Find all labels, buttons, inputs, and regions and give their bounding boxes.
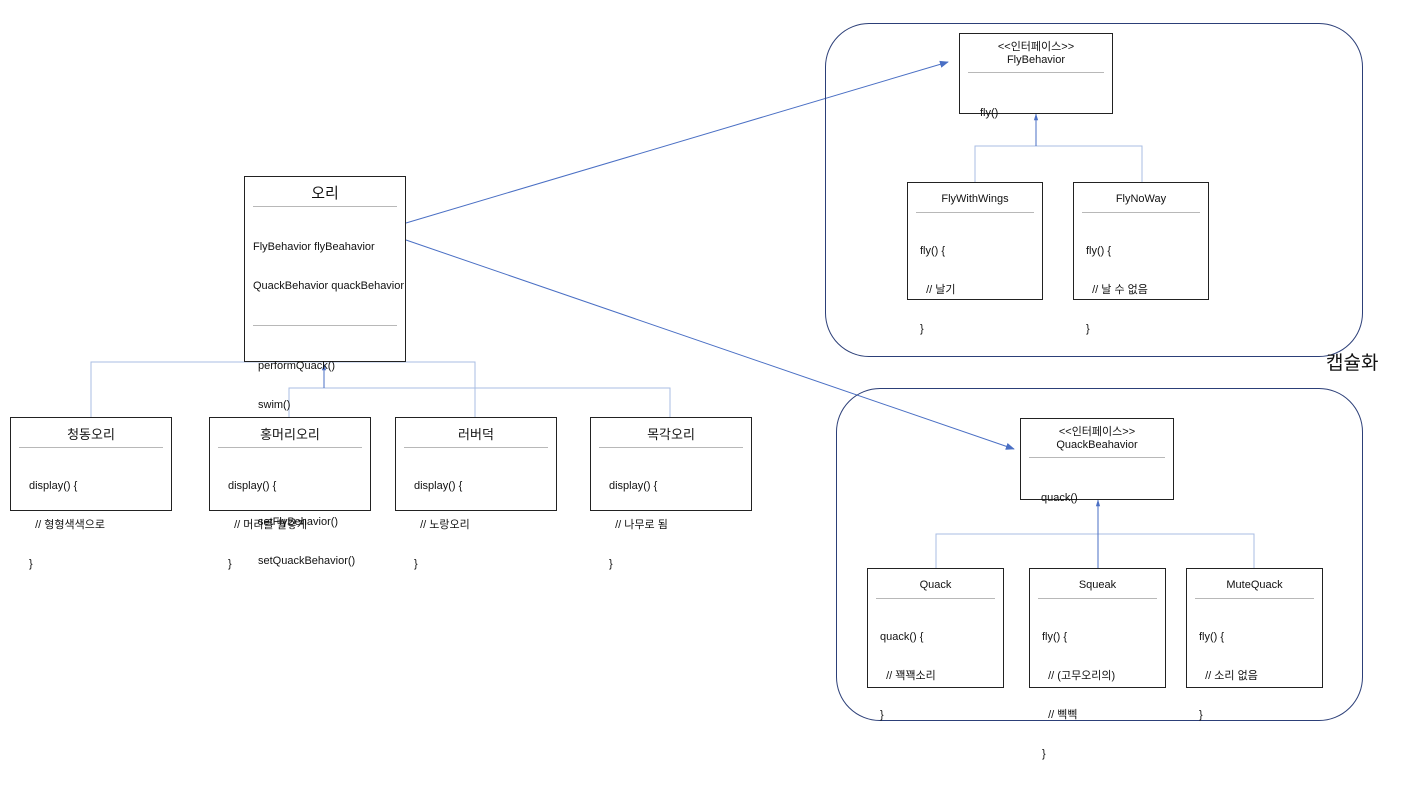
- interface-methods: quack(): [1021, 458, 1173, 531]
- method: setQuackBehavior(): [258, 555, 356, 567]
- class-name: QuackBeahavior: [1056, 439, 1138, 451]
- code-line: // (고무오리의): [1042, 670, 1116, 682]
- code-line: fly() {: [1042, 631, 1068, 643]
- code-line: // 삑삑: [1042, 709, 1078, 721]
- code-line: display() {: [29, 480, 78, 492]
- fly-interface: <<인터페이스>> FlyBehavior fly(): [959, 33, 1113, 119]
- association-quack: [405, 239, 1015, 450]
- code-line: }: [920, 323, 924, 335]
- divider: [968, 72, 1104, 73]
- divider: [1195, 598, 1314, 599]
- divider: [599, 447, 743, 448]
- field: FlyBehavior flyBeahavior: [253, 241, 375, 253]
- code-line: }: [1086, 323, 1090, 335]
- duck-fields: FlyBehavior flyBeahavior QuackBehavior q…: [245, 207, 405, 319]
- inheritance-duck: [90, 361, 671, 417]
- code-line: fly() {: [1199, 631, 1225, 643]
- class-name: 청동오리: [67, 427, 115, 442]
- class-name: FlyNoWay: [1115, 193, 1167, 205]
- code-line: // 형형색색으로: [29, 519, 106, 531]
- method: setFlyBehavior(): [258, 516, 339, 528]
- code-line: }: [1199, 709, 1203, 721]
- class-name: FlyBehavior: [1006, 54, 1066, 66]
- method-body: fly() { // (고무오리의) // 삑삑 }: [1030, 599, 1165, 787]
- quack-impl-box: MuteQuack fly() { // 소리 없음 }: [1186, 568, 1323, 721]
- code-line: // 꽥꽥소리: [880, 670, 936, 682]
- divider: [916, 212, 1034, 213]
- interface-methods: fly(): [960, 73, 1112, 146]
- code-line: display() {: [228, 480, 277, 492]
- field: QuackBehavior quackBehavior: [253, 280, 405, 292]
- quack-impl-box: Squeak fly() { // (고무오리의) // 삑삑 }: [1029, 568, 1166, 760]
- code-line: display() {: [414, 480, 463, 492]
- method: performQuack(): [258, 360, 336, 372]
- code-line: }: [880, 709, 884, 721]
- class-name: 러버덕: [458, 427, 494, 442]
- subclass-box: 청동오리 display() { // 형형색색으로 }: [10, 417, 172, 570]
- fly-impl-box: FlyNoWay fly() { // 날 수 없음 }: [1073, 182, 1209, 335]
- code-line: // 노랑오리: [414, 519, 470, 531]
- method-body: display() { // 머리를 빨갛게 }: [210, 448, 370, 597]
- code-line: }: [414, 558, 418, 570]
- code-line: }: [29, 558, 33, 570]
- divider: [253, 206, 397, 207]
- method-body: display() { // 노랑오리 }: [396, 448, 556, 597]
- method: quack(): [1041, 492, 1078, 504]
- class-name: Quack: [919, 579, 952, 591]
- quack-encapsulation-group: [836, 388, 1363, 721]
- method-body: fly() { // 날 수 없음 }: [1074, 213, 1208, 362]
- stereotype: <<인터페이스>>: [997, 41, 1075, 53]
- code-line: // 소리 없음: [1199, 670, 1258, 682]
- fly-impl-box: FlyWithWings fly() { // 날기 }: [907, 182, 1043, 335]
- code-line: quack() {: [880, 631, 924, 643]
- code-line: }: [609, 558, 613, 570]
- method-body: display() { // 형형색색으로 }: [11, 448, 171, 597]
- class-name: MuteQuack: [1226, 579, 1283, 591]
- subclass-box: 러버덕 display() { // 노랑오리 }: [395, 417, 557, 570]
- code-line: // 머리를 빨갛게: [228, 519, 308, 531]
- method-body: fly() { // 소리 없음 }: [1187, 599, 1322, 748]
- code-line: // 나무로 됨: [609, 519, 668, 531]
- subclass-box: 홍머리오리 display() { // 머리를 빨갛게 }: [209, 417, 371, 570]
- method: swim(): [258, 399, 291, 411]
- divider: [1082, 212, 1200, 213]
- code-line: // 날 수 없음: [1086, 284, 1148, 296]
- class-name: Squeak: [1078, 579, 1117, 591]
- divider: [253, 325, 397, 326]
- connectors-layer: [90, 60, 1255, 568]
- quack-impl-box: Quack quack() { // 꽥꽥소리 }: [867, 568, 1004, 721]
- association-fly: [405, 60, 949, 224]
- inheritance-quack: [935, 499, 1255, 568]
- class-name: 오리: [311, 185, 339, 202]
- code-line: display() {: [609, 480, 658, 492]
- code-line: }: [1042, 748, 1046, 760]
- class-name: FlyWithWings: [941, 193, 1009, 205]
- subclass-box: 목각오리 display() { // 나무로 됨 }: [590, 417, 752, 570]
- duck-class: 오리 FlyBehavior flyBeahavior QuackBehavio…: [244, 176, 406, 567]
- code-line: fly() {: [920, 245, 946, 257]
- divider: [1029, 457, 1165, 458]
- method-body: quack() { // 꽥꽥소리 }: [868, 599, 1003, 748]
- code-line: // 날기: [920, 284, 956, 296]
- encapsulation-label: 캡슐화: [1326, 352, 1379, 374]
- class-name: 목각오리: [647, 427, 695, 442]
- method: fly(): [980, 107, 999, 119]
- stereotype: <<인터페이스>>: [1058, 426, 1136, 438]
- code-line: }: [228, 558, 232, 570]
- divider: [1038, 598, 1157, 599]
- class-name: 홍머리오리: [260, 427, 320, 442]
- divider: [19, 447, 163, 448]
- divider: [876, 598, 995, 599]
- fly-encapsulation-group: [825, 23, 1363, 357]
- method-body: display() { // 나무로 됨 }: [591, 448, 751, 597]
- divider: [404, 447, 548, 448]
- quack-interface: <<인터페이스>> QuackBeahavior quack(): [1020, 418, 1174, 504]
- method-body: fly() { // 날기 }: [908, 213, 1042, 362]
- inheritance-fly: [974, 113, 1143, 182]
- divider: [218, 447, 362, 448]
- code-line: fly() {: [1086, 245, 1112, 257]
